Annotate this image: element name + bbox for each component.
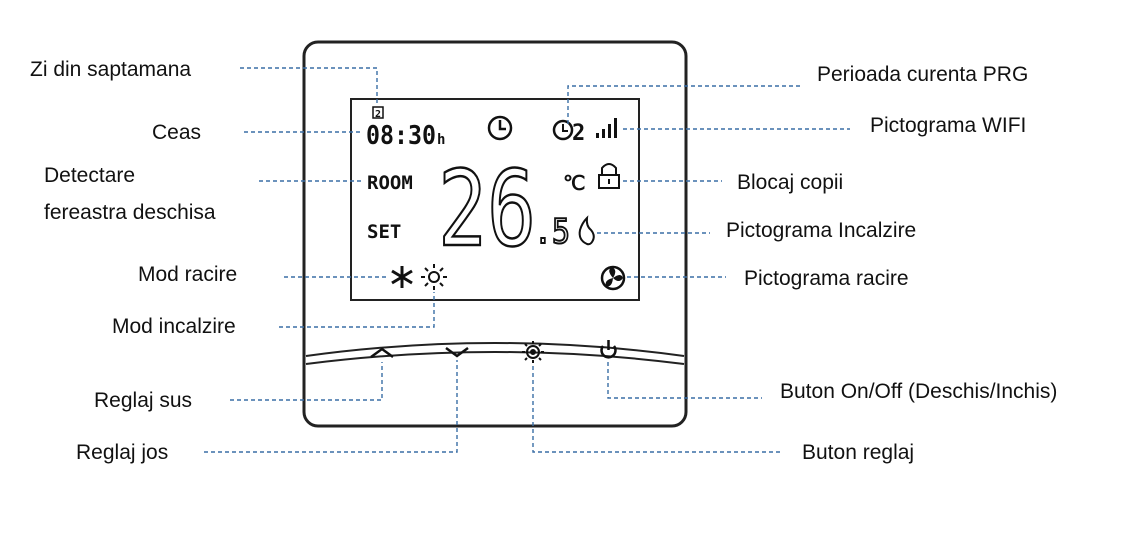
temperature-decimal: .5 (534, 212, 570, 252)
label-detectare-line1: Detectare (44, 164, 136, 187)
button-bar-curve-top (305, 342, 685, 357)
fan-icon (600, 265, 626, 291)
temperature-main: 26 (438, 148, 536, 270)
leader-perioada (567, 85, 800, 124)
label-detectare-line2: fereastra deschisa (44, 201, 216, 224)
label-pictograma-wifi: Pictograma WIFI (870, 114, 1027, 137)
label-reglaj-jos: Reglaj jos (76, 441, 169, 464)
clock-time: 08:30 (366, 121, 436, 151)
leader-reglaj-sus (230, 362, 383, 401)
lcd-screen (350, 98, 640, 301)
label-buton-onoff: Buton On/Off (Deschis/Inchis) (780, 380, 1058, 403)
leader-reglaj-jos (204, 360, 458, 453)
leader-onoff (607, 362, 762, 399)
label-perioada-curenta: Perioada curenta PRG (817, 63, 1029, 86)
period-clock-icon (552, 119, 574, 141)
leader-mod-incalzire (279, 292, 435, 328)
power-icon[interactable] (600, 340, 617, 359)
button-bar-curve-bottom (305, 351, 685, 365)
label-buton-reglaj: Buton reglaj (802, 441, 915, 464)
snowflake-icon (391, 266, 413, 288)
clock-icon (487, 115, 513, 141)
thermostat-body (302, 40, 688, 428)
flame-icon (578, 215, 595, 246)
gear-icon[interactable] (522, 341, 544, 363)
leader-buton-reglaj (532, 366, 782, 453)
chevron-up-icon[interactable] (370, 347, 394, 359)
label-zi-din-saptamana: Zi din saptamana (30, 58, 192, 81)
period-number: 2 (572, 121, 585, 146)
day-number: 2 (375, 109, 381, 120)
lock-icon (598, 163, 620, 189)
chevron-down-icon[interactable] (445, 346, 469, 358)
clock-unit: h (437, 132, 445, 148)
leader-zi (240, 67, 378, 106)
temperature-unit: ℃ (563, 171, 585, 195)
day-number-box (372, 106, 384, 119)
sun-icon (421, 264, 447, 290)
label-reglaj-sus: Reglaj sus (94, 389, 193, 412)
label-blocaj-copii: Blocaj copii (737, 171, 844, 194)
wifi-signal-icon (596, 118, 617, 138)
room-label: ROOM (367, 172, 413, 194)
set-label: SET (367, 221, 401, 243)
label-ceas: Ceas (152, 121, 202, 144)
label-mod-incalzire: Mod incalzire (112, 315, 236, 338)
label-pictograma-incalzire: Pictograma Incalzire (726, 219, 917, 242)
label-pictograma-racire: Pictograma racire (744, 267, 909, 290)
label-mod-racire: Mod racire (138, 263, 238, 286)
